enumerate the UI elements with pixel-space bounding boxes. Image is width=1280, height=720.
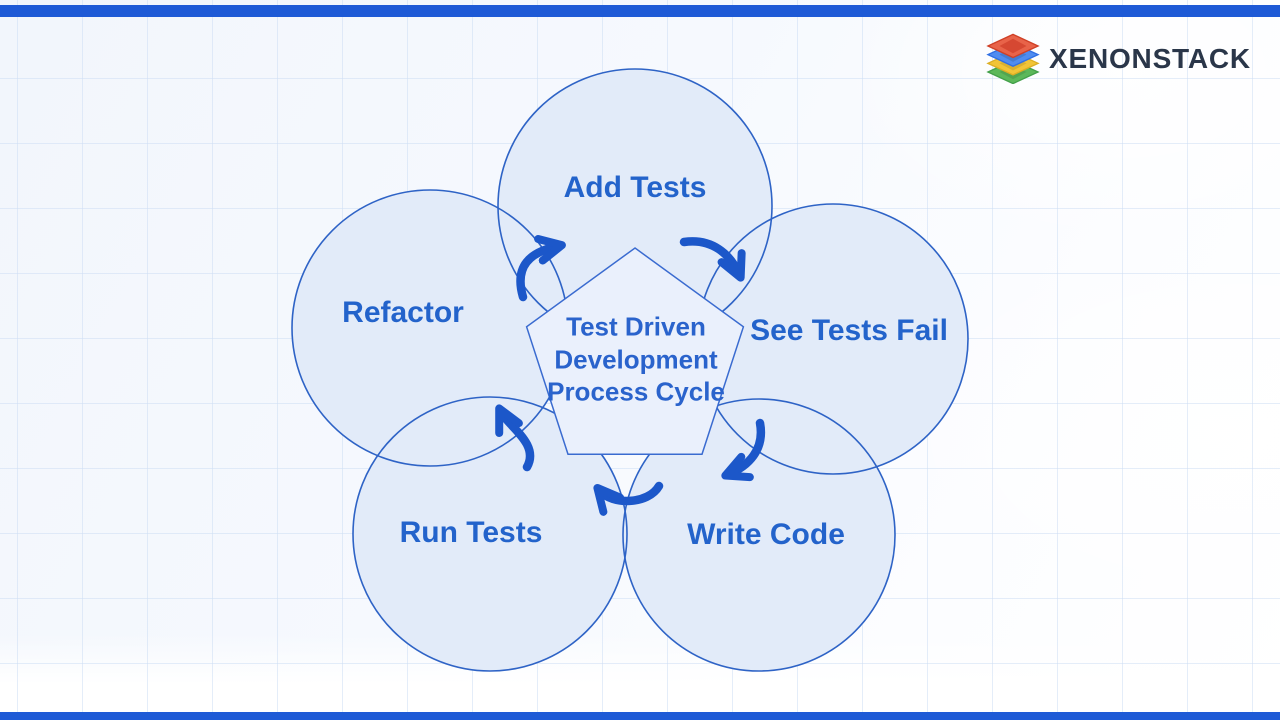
brand-name: XENONSTACK [1049,42,1251,74]
circle-add-tests-fill [498,69,772,343]
arrow-refactor-to-add-tests [516,235,566,302]
label-add-tests: Add Tests [563,171,707,204]
arrow-add-tests-to-see-tests-fail [679,237,746,282]
diagram-title-line-3: Process Cycle [547,376,725,407]
circle-write-code-outline [622,398,896,672]
brand-logo: XENONSTACK [986,33,1251,84]
diagram-title: Test Driven Development Process Cycle [547,310,725,408]
center-pentagon [525,247,745,455]
arrow-see-tests-fail-to-write-code [721,418,766,482]
label-see-tests-fail: See Tests Fail [750,314,948,348]
label-run-tests: Run Tests [399,516,543,549]
arrow-run-tests-to-refactor [495,404,535,472]
circle-run-tests-outline [352,396,628,672]
top-accent-bar [0,5,1280,17]
label-write-code: Write Code [687,518,845,551]
diagram-title-line-1: Test Driven [566,311,706,342]
diagram-title-line-2: Development [554,343,718,374]
bottom-accent-bar [0,712,1280,720]
circle-write-code-fill [623,399,895,671]
label-refactor: Refactor [342,296,464,329]
layers-stack-icon [986,33,1040,84]
arrow-write-code-to-run-tests [593,481,664,516]
